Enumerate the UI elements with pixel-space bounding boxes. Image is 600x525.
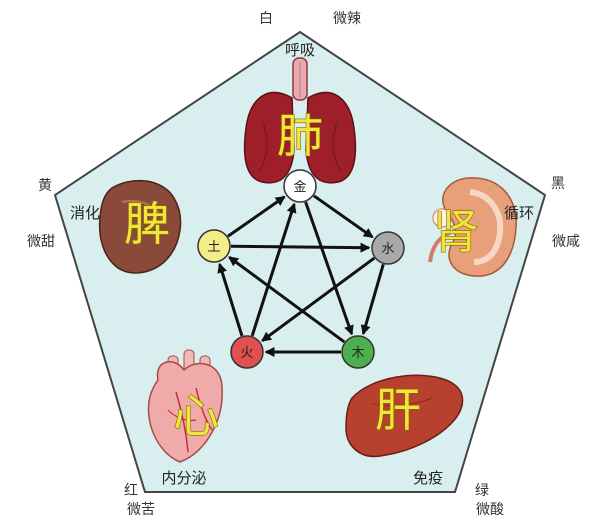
bottom-right-taste-label: 微酸	[476, 502, 504, 518]
earth-node: 土	[197, 229, 231, 263]
arrow-metal-to-water	[313, 194, 374, 239]
left-taste-label: 微甜	[27, 234, 55, 250]
wood-label: 木	[351, 346, 364, 361]
spleen-character: 脾	[124, 197, 170, 251]
arrow-earth-to-water	[230, 242, 371, 253]
metal-label: 金	[293, 179, 306, 195]
bottom-right-color-label: 绿	[475, 483, 489, 499]
earth-circle	[197, 229, 231, 263]
arrow-water-to-wood	[360, 263, 385, 336]
lung-character: 肺	[277, 109, 323, 163]
arrow-fire-to-metal	[250, 202, 297, 337]
liver-character: 肝	[375, 383, 421, 437]
bottom-left-color-label: 红	[124, 483, 138, 499]
arrow-fire-to-earth	[217, 262, 244, 337]
top-function-label: 呼吸	[285, 41, 315, 59]
spleen-illustration	[98, 179, 182, 274]
bottom-right-function-label: 免疫	[413, 469, 443, 487]
earth-label: 土	[207, 240, 220, 255]
water-node: 水	[371, 231, 405, 265]
fire-label: 火	[240, 346, 253, 361]
wood-circle	[341, 335, 375, 369]
right-taste-label: 微咸	[552, 234, 580, 250]
arrow-metal-to-wood	[304, 201, 354, 336]
metal-circle	[283, 169, 317, 203]
heart-character: 心	[173, 389, 219, 443]
wood-node: 木	[341, 335, 375, 369]
lung-illustration	[243, 57, 357, 184]
heart-illustration	[147, 349, 223, 463]
arrow-wood-to-earth	[228, 256, 346, 344]
water-circle	[371, 231, 405, 265]
fire-node: 火	[230, 335, 264, 369]
bottom-left-taste-label: 微苦	[127, 502, 155, 518]
element-arrows	[217, 194, 385, 357]
arrow-water-to-fire	[261, 256, 376, 342]
kidney-character: 肾	[433, 205, 479, 259]
metal-node: 金	[283, 169, 317, 203]
top-taste-label: 微辣	[333, 11, 361, 27]
right-function-label: 循环	[504, 204, 534, 222]
kidney-illustration	[428, 177, 517, 277]
left-color-label: 黄	[38, 177, 52, 194]
right-color-label: 黑	[551, 176, 565, 192]
fire-circle	[230, 335, 264, 369]
bottom-left-function-label: 内分泌	[161, 469, 206, 487]
top-color-label: 白	[259, 11, 273, 27]
left-function-label: 消化	[70, 204, 100, 222]
water-label: 水	[381, 242, 394, 257]
liver-illustration	[345, 374, 464, 458]
arrow-earth-to-metal	[227, 195, 286, 238]
